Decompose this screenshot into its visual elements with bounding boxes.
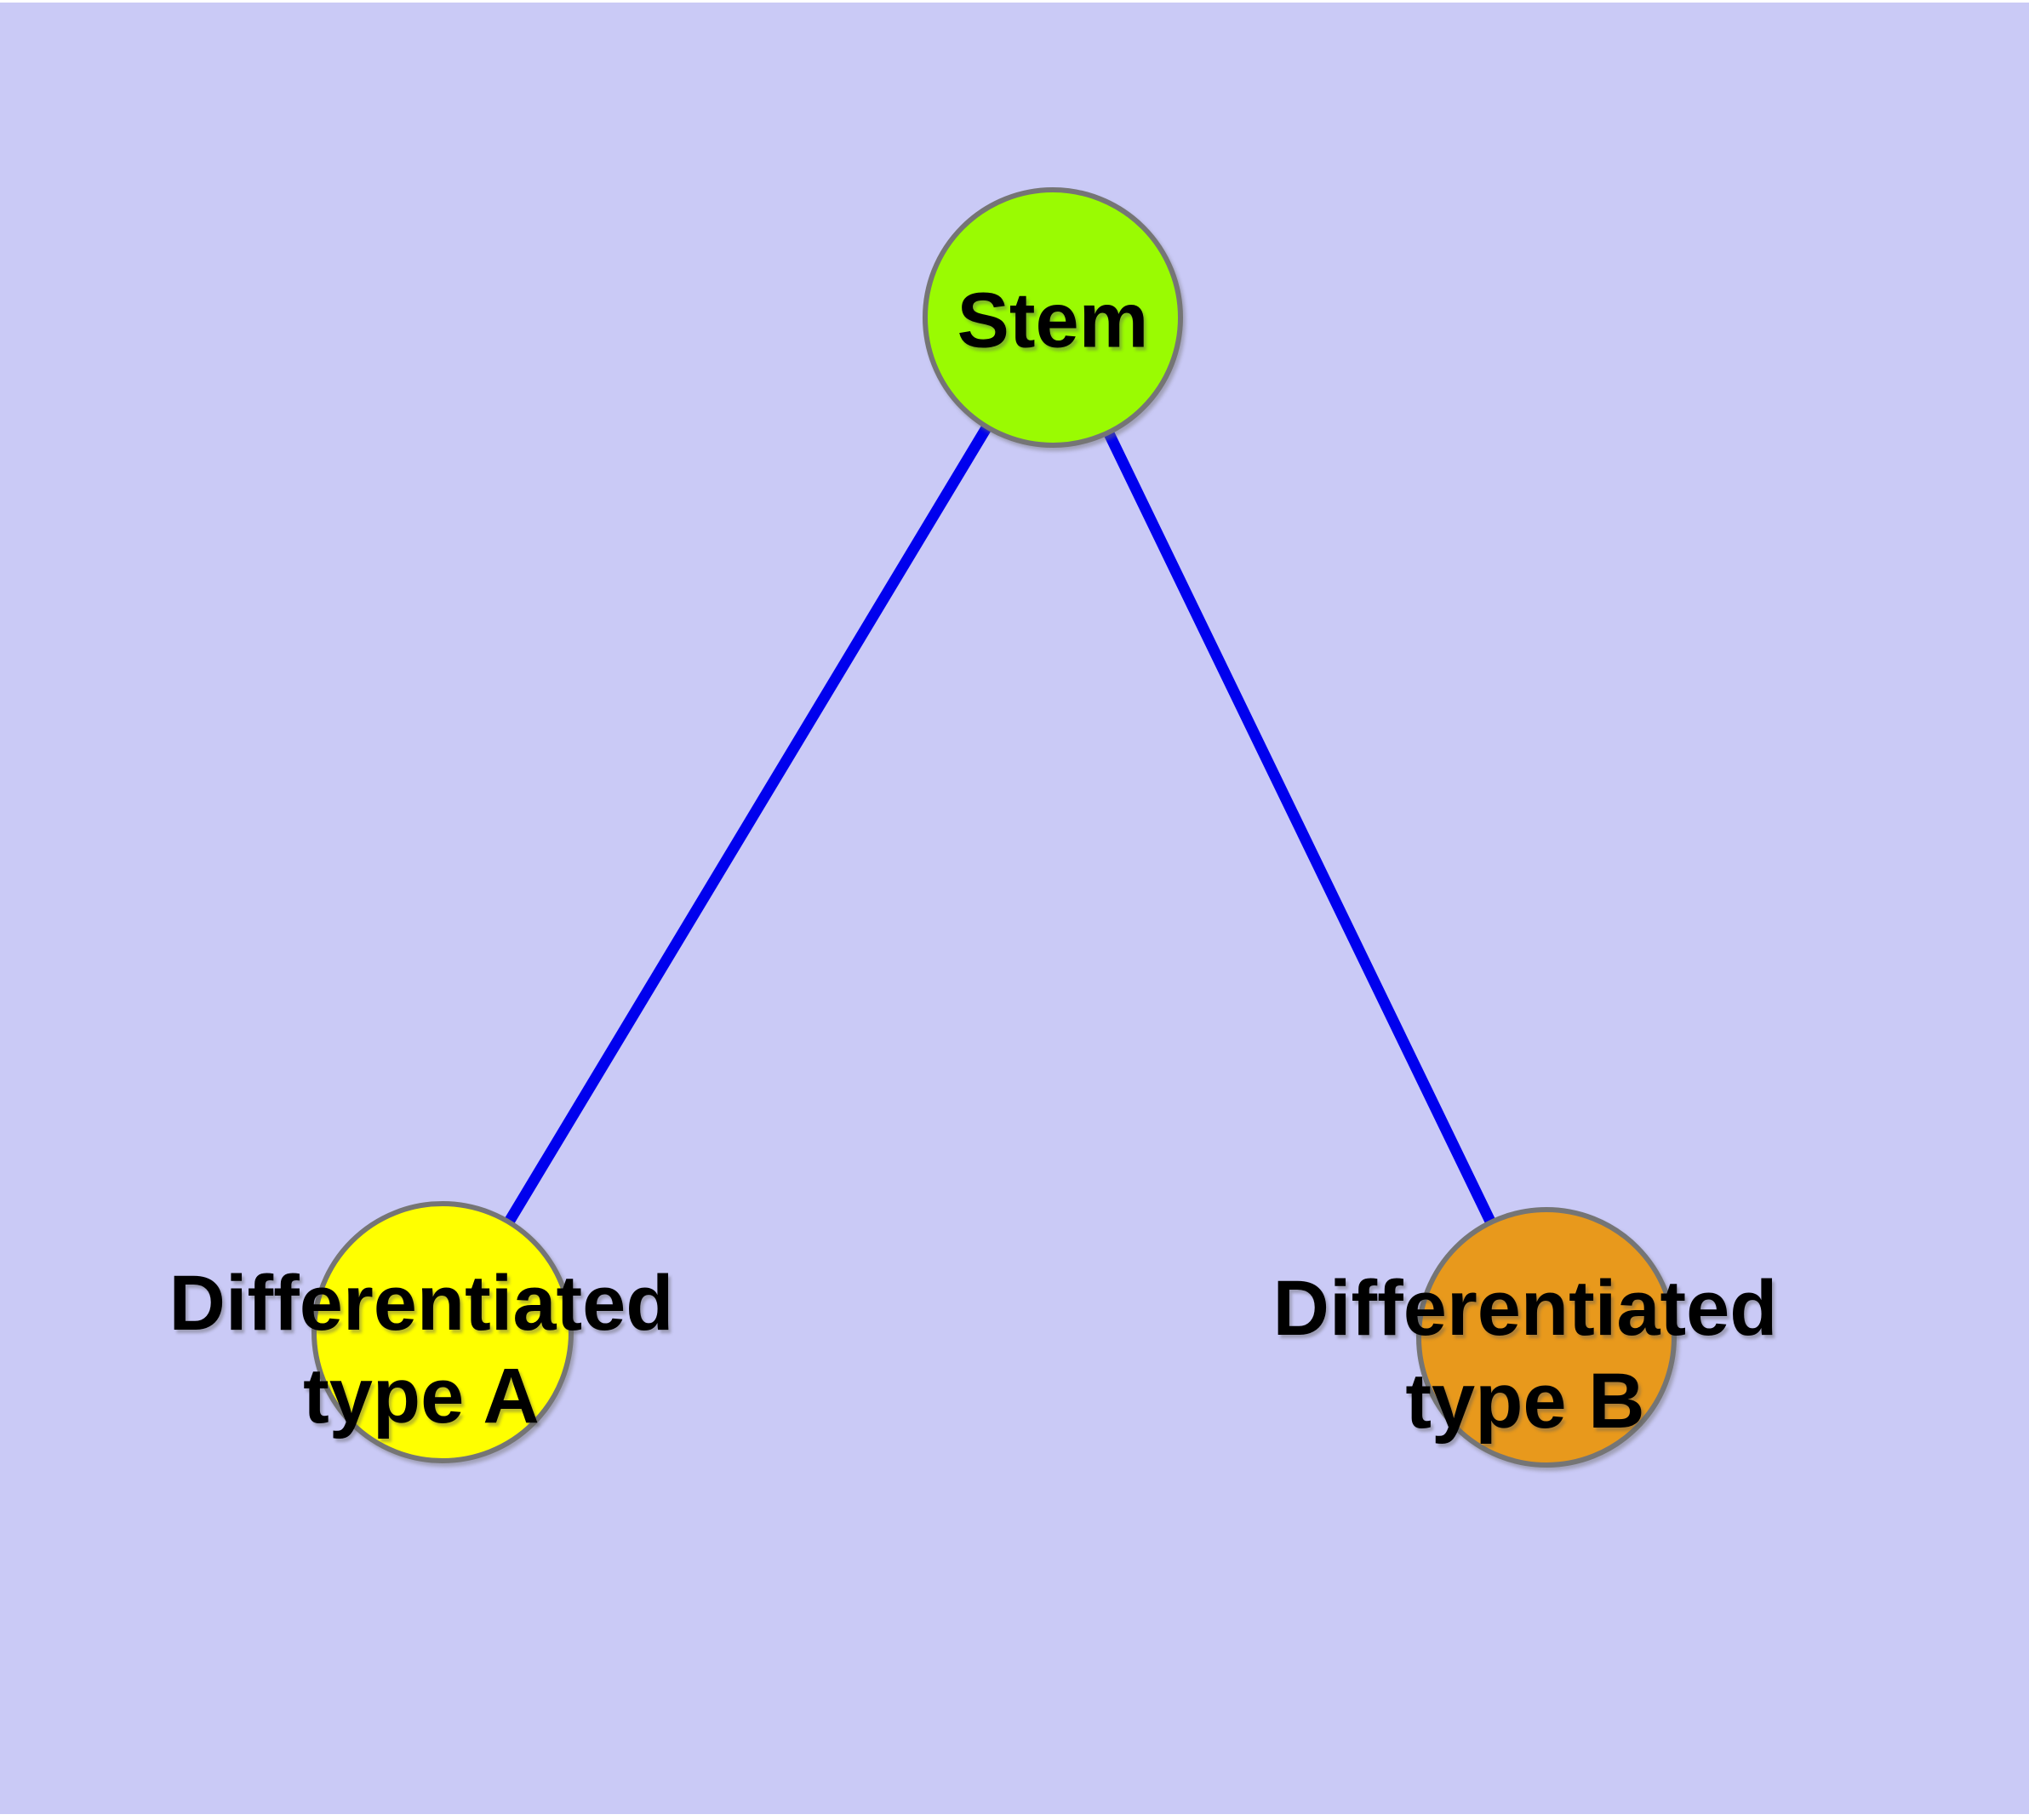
edge-layer (437, 314, 1552, 1340)
node-differentiated-type-a[interactable] (311, 1201, 574, 1463)
edge-stem-to-differentiated-type-a[interactable] (437, 314, 1058, 1336)
node-stem[interactable] (923, 187, 1183, 448)
node-differentiated-type-b[interactable] (1416, 1207, 1677, 1468)
edge-stem-to-differentiated-type-b[interactable] (1048, 315, 1552, 1340)
node-layer (311, 187, 1677, 1468)
